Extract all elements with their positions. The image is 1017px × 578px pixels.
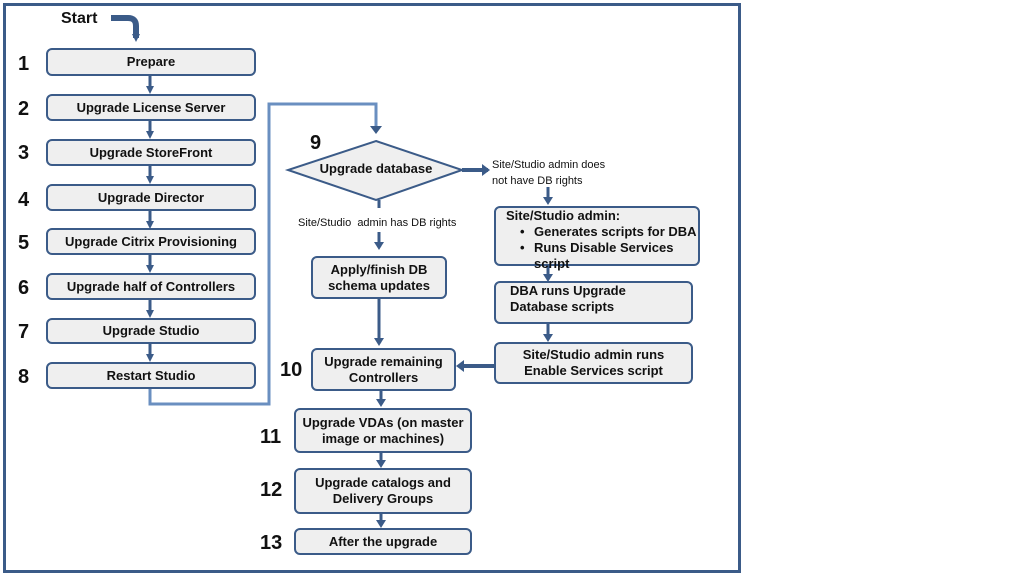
step-number-8: 8 — [18, 366, 30, 388]
step-upgrade-storefront: Upgrade StoreFront — [46, 139, 256, 166]
apply-line1: Apply/finish DB — [330, 261, 428, 277]
step-number-2: 2 — [18, 98, 30, 120]
step-upgrade-catalogs: Upgrade catalogs and Delivery Groups — [294, 468, 472, 514]
step-number-4: 4 — [18, 189, 30, 211]
step-upgrade-citrix-provisioning: Upgrade Citrix Provisioning — [46, 228, 256, 255]
has-rights-condition: Site/Studio admin has DB rights — [298, 217, 457, 229]
admin-bullet-list: Generates scripts for DBA Runs Disable S… — [506, 224, 698, 272]
admin-bullet-2: Runs Disable Services script — [520, 240, 698, 272]
step-number-10: 10 — [280, 359, 303, 381]
step-number-12: 12 — [260, 479, 283, 501]
admin-generates-scripts: Site/Studio admin: Generates scripts for… — [494, 206, 700, 271]
start-arrow — [111, 15, 140, 42]
apply-db-schema-updates: Apply/finish DB schema updates — [311, 256, 447, 299]
dba-line2: Database scripts — [510, 299, 615, 314]
database-decision-label: Upgrade database — [319, 161, 433, 176]
admin-title: Site/Studio admin: — [506, 208, 621, 223]
start-label: Start — [61, 10, 98, 27]
remaining-line2: Controllers — [348, 369, 419, 385]
step-number-11: 11 — [260, 426, 282, 448]
step-upgrade-director: Upgrade Director — [46, 184, 256, 211]
step-upgrade-vdas: Upgrade VDAs (on master image or machine… — [294, 408, 472, 453]
apply-line2: schema updates — [328, 277, 430, 293]
no-rights-condition-line2: not have DB rights — [492, 175, 583, 187]
no-rights-condition-line1: Site/Studio admin does — [492, 159, 606, 171]
dba-line1: DBA runs Upgrade — [510, 283, 626, 298]
step-number-1: 1 — [18, 53, 30, 75]
step-number-9: 9 — [310, 132, 322, 154]
connector-to-database — [148, 102, 378, 406]
step-upgrade-remaining-controllers: Upgrade remaining Controllers — [311, 348, 456, 391]
admin-bullet-1: Generates scripts for DBA — [520, 224, 698, 240]
step-upgrade-studio: Upgrade Studio — [46, 318, 256, 344]
catalogs-line2: Delivery Groups — [332, 491, 434, 506]
step-number-13: 13 — [260, 532, 283, 554]
step-restart-studio: Restart Studio — [46, 362, 256, 389]
step-number-5: 5 — [18, 232, 30, 254]
step-after-upgrade: After the upgrade — [294, 528, 472, 555]
database-diamond — [284, 139, 466, 202]
step-number-3: 3 — [18, 142, 30, 164]
step-upgrade-half-controllers: Upgrade half of Controllers — [46, 273, 256, 300]
enable-line1: Site/Studio admin runs — [522, 347, 665, 362]
no-rights-condition: Site/Studio admin does not have DB right… — [492, 157, 605, 189]
step-number-7: 7 — [18, 321, 30, 343]
step-number-6: 6 — [18, 277, 30, 299]
remaining-line1: Upgrade remaining — [324, 353, 443, 369]
vdas-line1: Upgrade VDAs (on master — [302, 414, 464, 430]
vdas-line2: image or machines) — [321, 430, 445, 446]
dba-runs-upgrade-scripts: DBA runs Upgrade Database scripts — [494, 281, 693, 324]
step-prepare: Prepare — [46, 48, 256, 76]
step-upgrade-license-server: Upgrade License Server — [46, 94, 256, 121]
enable-line2: Enable Services script — [524, 363, 663, 378]
catalogs-line1: Upgrade catalogs and — [315, 475, 451, 490]
admin-runs-enable-services: Site/Studio admin runs Enable Services s… — [494, 342, 693, 384]
